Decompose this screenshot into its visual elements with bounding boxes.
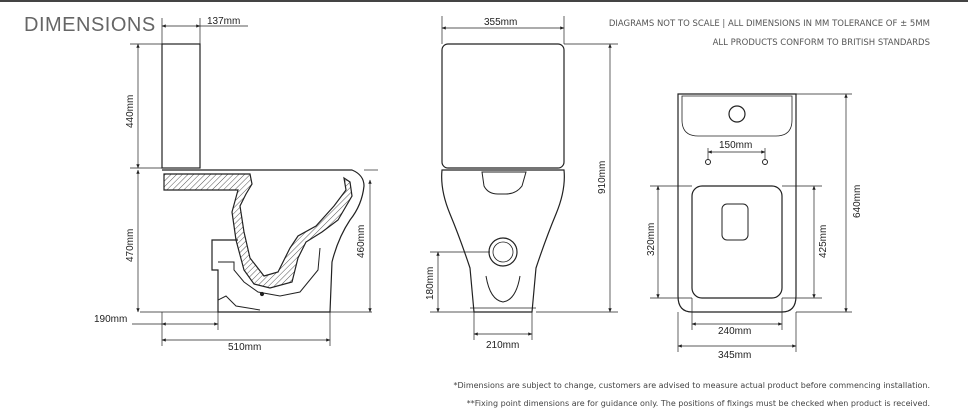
side-view: [140, 43, 372, 313]
front-outlet-height-label: 180mm: [425, 267, 436, 300]
front-dimension-lines: [430, 16, 618, 340]
standards-note: ALL PRODUCTS CONFORM TO BRITISH STANDARD…: [712, 38, 930, 48]
front-view: [441, 43, 565, 313]
side-trapway: [163, 173, 353, 289]
top-seat-width-label: 240mm: [718, 326, 751, 337]
scale-tolerance-note: DIAGRAMS NOT TO SCALE | ALL DIMENSIONS I…: [608, 19, 930, 29]
top-dimension-lines: [650, 93, 852, 352]
top-overall-width-label: 345mm: [718, 350, 751, 361]
front-base-width-label: 210mm: [486, 340, 519, 351]
side-pan-outline: [162, 169, 365, 313]
top-seat-depth-label: 425mm: [818, 225, 829, 258]
front-cistern: [441, 43, 565, 169]
top-bowl-depth-label: 320mm: [646, 223, 657, 256]
top-rule: [0, 0, 968, 2]
front-pan-outline: [441, 169, 565, 313]
side-outlet-setout-label: 190mm: [94, 314, 127, 325]
side-overall-length-label: 510mm: [228, 342, 261, 353]
side-seat-height-label: 460mm: [356, 225, 367, 258]
front-cistern-width-label: 355mm: [484, 17, 517, 28]
top-outline: [677, 93, 797, 313]
side-dimension-lines: [130, 18, 378, 346]
top-view: [677, 93, 797, 313]
fixing-point-disclaimer: **Fixing point dimensions are for guidan…: [466, 399, 930, 408]
dimensions-disclaimer: *Dimensions are subject to change, custo…: [453, 381, 930, 390]
top-overall-depth-label: 640mm: [852, 185, 863, 218]
front-overall-height-label: 910mm: [597, 161, 608, 194]
top-fixing-centres-label: 150mm: [719, 140, 752, 151]
side-pan-height-label: 470mm: [125, 229, 136, 262]
side-cistern: [161, 43, 201, 169]
page-title: DIMENSIONS: [24, 14, 156, 36]
top-seat: [691, 185, 783, 299]
side-cistern-height-label: 440mm: [125, 95, 136, 128]
side-cistern-depth-label: 137mm: [207, 16, 240, 27]
